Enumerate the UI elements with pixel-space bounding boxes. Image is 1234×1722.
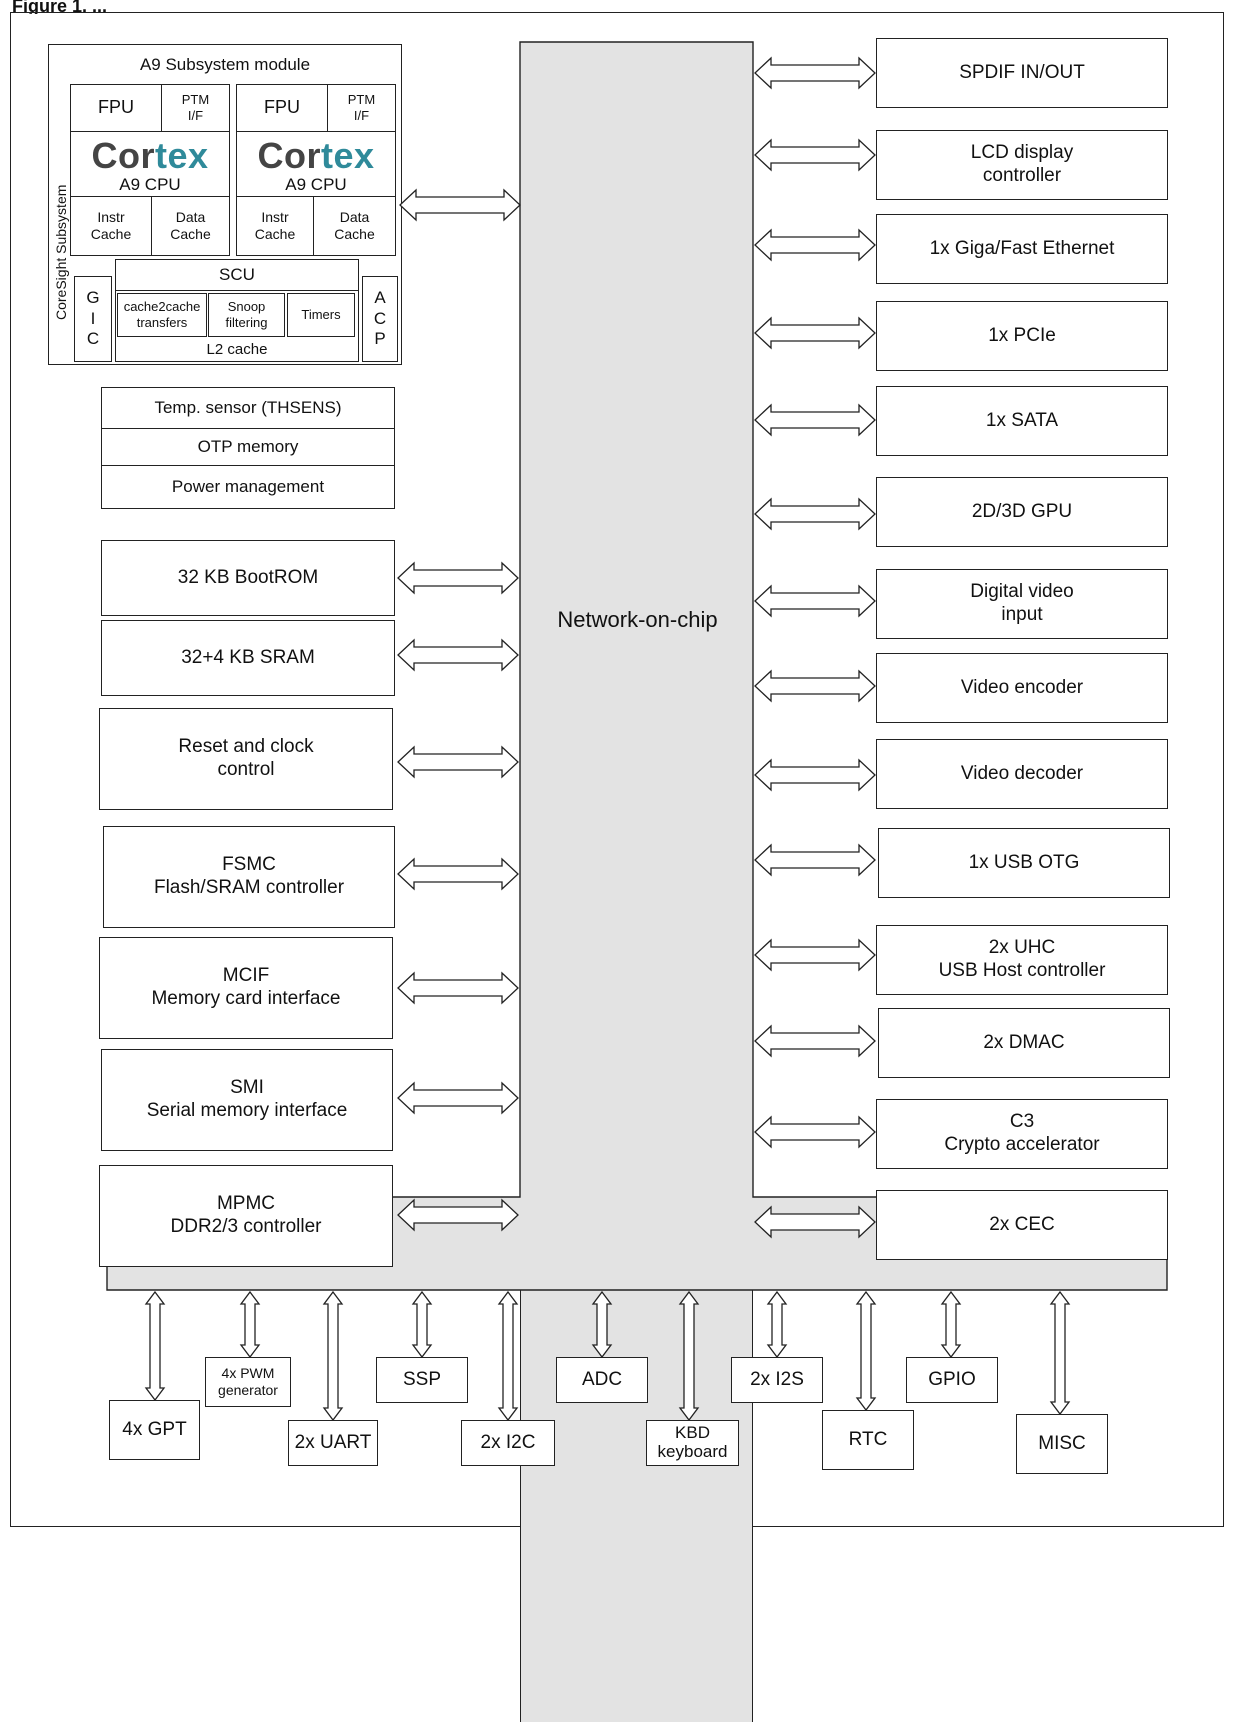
arrow-right-3 <box>754 316 876 350</box>
cpu1-cortex-logo: Cortex <box>257 135 375 177</box>
cec: 2x CEC <box>876 1190 1168 1260</box>
arrow-right-8 <box>754 758 876 792</box>
sram: 32+4 KB SRAM <box>101 620 395 696</box>
arrow-a9 <box>399 188 521 222</box>
crypto: C3 Crypto accelerator <box>876 1099 1168 1169</box>
figure-caption: Figure 1. ... <box>12 0 108 14</box>
temp-sensor: Temp. sensor (THSENS) <box>101 387 395 429</box>
otp-memory: OTP memory <box>101 428 395 466</box>
arrow-right-6 <box>754 584 876 618</box>
sata: 1x SATA <box>876 386 1168 456</box>
arrow-bottom-2 <box>322 1290 344 1422</box>
arrow-bottom-1 <box>239 1290 261 1359</box>
arrow-bottom-8 <box>855 1290 877 1412</box>
rtc: RTC <box>822 1410 914 1470</box>
arrow-bottom-10 <box>1049 1290 1071 1416</box>
mpmc: MPMC DDR2/3 controller <box>99 1165 393 1267</box>
kbd: KBD keyboard <box>646 1420 739 1466</box>
arrow-left-6 <box>397 1198 519 1232</box>
smi: SMI Serial memory interface <box>101 1049 393 1151</box>
uart: 2x UART <box>288 1420 378 1466</box>
cpu0-icache: Instr Cache <box>70 196 152 256</box>
cpu0-cortex-logo: Cortex <box>91 135 209 177</box>
arrow-left-3 <box>397 857 519 891</box>
arrow-right-4 <box>754 403 876 437</box>
cpu0-fpu: FPU <box>70 84 162 132</box>
arrow-right-11 <box>754 1024 876 1058</box>
arrow-bottom-3 <box>411 1290 433 1359</box>
acp: A C P <box>362 276 398 362</box>
arrow-right-9 <box>754 843 876 877</box>
arrow-right-13 <box>754 1205 876 1239</box>
reset-clock-control: Reset and clock control <box>99 708 393 810</box>
arrow-bottom-5 <box>591 1290 613 1359</box>
ssp: SSP <box>376 1357 468 1403</box>
dmac: 2x DMAC <box>878 1008 1170 1078</box>
arrow-left-4 <box>397 971 519 1005</box>
gpio: GPIO <box>906 1357 998 1403</box>
ethernet: 1x Giga/Fast Ethernet <box>876 214 1168 284</box>
arrow-right-1 <box>754 138 876 172</box>
snoop-filtering: Snoop filtering <box>208 293 285 337</box>
fsmc: FSMC Flash/SRAM controller <box>103 826 395 928</box>
arrow-left-0 <box>397 561 519 595</box>
misc: MISC <box>1016 1414 1108 1474</box>
gic: G I C <box>74 276 112 362</box>
noc-label: Network-on-chip <box>557 606 718 632</box>
arrow-right-10 <box>754 938 876 972</box>
arrow-right-0 <box>754 56 876 90</box>
arrow-right-12 <box>754 1115 876 1149</box>
arrow-right-2 <box>754 228 876 262</box>
cpu1-ptm: PTM I/F <box>327 84 396 132</box>
gpu: 2D/3D GPU <box>876 477 1168 547</box>
arrow-left-2 <box>397 745 519 779</box>
arrow-bottom-6 <box>678 1290 700 1422</box>
cpu0-label: A9 CPU <box>119 174 181 194</box>
i2c: 2x I2C <box>461 1420 555 1466</box>
pwm: 4x PWM generator <box>205 1357 291 1407</box>
arrow-bottom-4 <box>497 1290 519 1422</box>
arrow-left-5 <box>397 1081 519 1115</box>
cpu1-fpu: FPU <box>236 84 328 132</box>
cache2cache: cache2cache transfers <box>117 293 207 337</box>
digital-video-input: Digital video input <box>876 569 1168 639</box>
bootrom: 32 KB BootROM <box>101 540 395 616</box>
power-management: Power management <box>101 465 395 509</box>
arrow-left-1 <box>397 638 519 672</box>
arrow-bottom-7 <box>766 1290 788 1359</box>
cpu1-dcache: Data Cache <box>313 196 396 256</box>
cpu1-label: A9 CPU <box>285 174 347 194</box>
connection-arrows <box>144 56 1071 1422</box>
arrow-bottom-0 <box>144 1290 166 1402</box>
arrow-right-7 <box>754 669 876 703</box>
arrow-right-5 <box>754 497 876 531</box>
mcif: MCIF Memory card interface <box>99 937 393 1039</box>
arrow-bottom-9 <box>940 1290 962 1359</box>
cpu0-ptm: PTM I/F <box>161 84 230 132</box>
uhc: 2x UHC USB Host controller <box>876 925 1168 995</box>
video-decoder: Video decoder <box>876 739 1168 809</box>
lcd-controller: LCD display controller <box>876 130 1168 200</box>
video-encoder: Video encoder <box>876 653 1168 723</box>
adc: ADC <box>556 1357 648 1403</box>
cpu0-dcache: Data Cache <box>151 196 230 256</box>
i2s: 2x I2S <box>731 1357 823 1403</box>
spdif: SPDIF IN/OUT <box>876 38 1168 108</box>
usb-otg: 1x USB OTG <box>878 828 1170 898</box>
pcie: 1x PCIe <box>876 301 1168 371</box>
timers: Timers <box>287 293 355 337</box>
gpt: 4x GPT <box>109 1400 200 1460</box>
a9-module-title: A9 Subsystem module <box>139 55 311 74</box>
